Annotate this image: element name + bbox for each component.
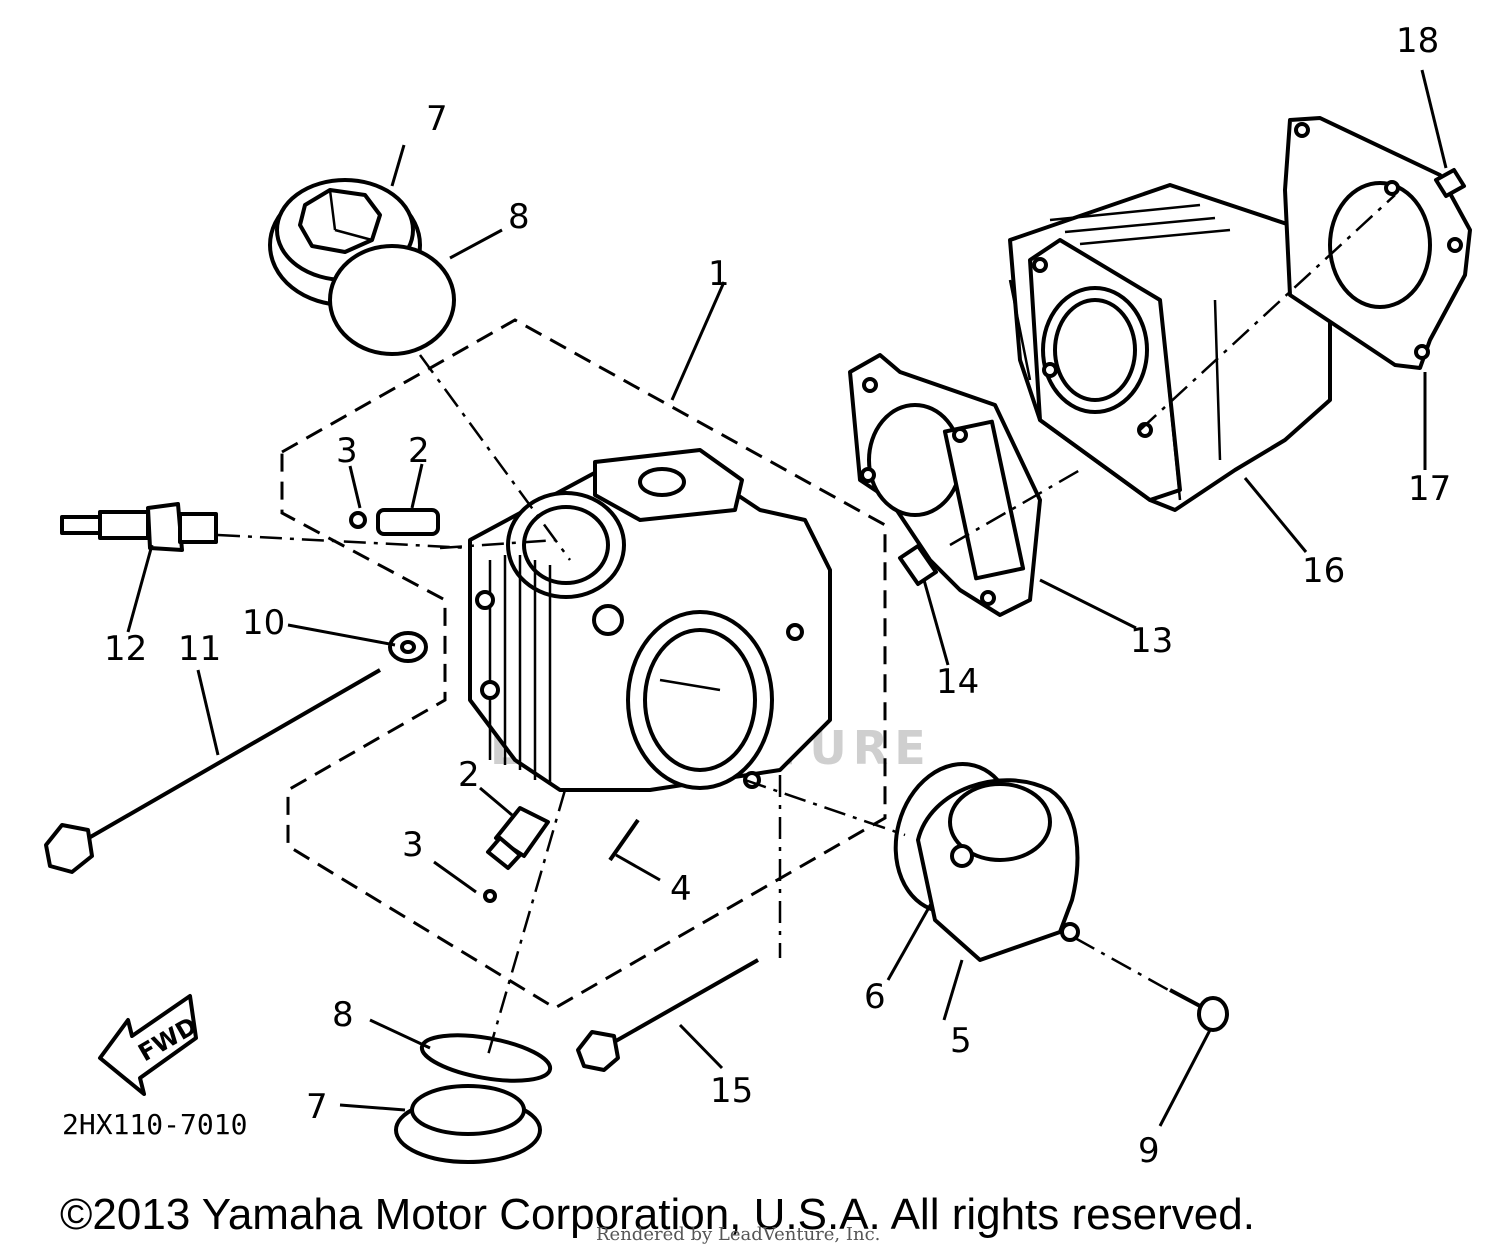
callout-11: 11 <box>178 629 221 669</box>
part-15-bolt <box>576 958 759 1072</box>
callout-7-top: 7 <box>426 99 448 139</box>
part-18-dowel <box>1434 168 1466 198</box>
callout-14: 14 <box>936 662 979 702</box>
copyright-notice: ©2013 Yamaha Motor Corporation, U.S.A. A… <box>60 1190 1255 1239</box>
part-8-top-oring <box>328 244 456 356</box>
callout-12: 12 <box>104 629 147 669</box>
callout-7-bottom: 7 <box>306 1087 328 1127</box>
callout-18: 18 <box>1396 21 1439 61</box>
callout-9: 9 <box>1138 1131 1160 1171</box>
part-9-screw <box>1169 988 1229 1032</box>
callout-17: 17 <box>1408 469 1451 509</box>
callout-1: 1 <box>708 254 730 294</box>
part-3-lower <box>483 889 497 903</box>
leader-lines <box>126 69 1448 1127</box>
callout-8-top: 8 <box>508 197 530 237</box>
callout-4: 4 <box>670 869 692 909</box>
rendered-by-credit: Rendered by LeadVenture, Inc. <box>596 1224 881 1245</box>
callout-16: 16 <box>1302 551 1345 591</box>
callout-8-bottom: 8 <box>332 995 354 1035</box>
callout-6: 6 <box>864 977 886 1017</box>
callout-3-upper: 3 <box>336 431 358 471</box>
callout-5: 5 <box>950 1021 972 1061</box>
assembly-boundary-1 <box>280 318 887 1010</box>
callout-15: 15 <box>710 1071 753 1111</box>
part-8-lower-oring <box>419 1033 553 1083</box>
part-1-cylinder-head <box>468 448 832 792</box>
callout-3-lower: 3 <box>402 825 424 865</box>
part-16-cylinder <box>1008 183 1332 512</box>
part-17-gasket <box>1283 116 1472 370</box>
drawing-code: 2HX110-7010 <box>62 1108 247 1141</box>
part-13-gasket <box>848 353 1042 617</box>
part-7-lower-cap <box>394 1084 542 1164</box>
callout-13: 13 <box>1130 621 1173 661</box>
part-10-washer <box>388 631 428 663</box>
part-3-upper <box>349 511 367 529</box>
part-5-side-cover <box>916 778 1080 962</box>
part-2-upper <box>376 508 440 536</box>
callout-2-upper: 2 <box>408 431 430 471</box>
part-2-lower <box>486 806 550 870</box>
part-12-spark-plug <box>60 502 218 552</box>
part-14-dowel <box>898 544 938 586</box>
part-4-stud <box>608 818 640 862</box>
callout-2-lower: 2 <box>458 755 480 795</box>
callout-10: 10 <box>242 603 285 643</box>
part-11-long-bolt <box>44 668 381 874</box>
fwd-arrow-icon: FWD <box>98 994 202 1096</box>
